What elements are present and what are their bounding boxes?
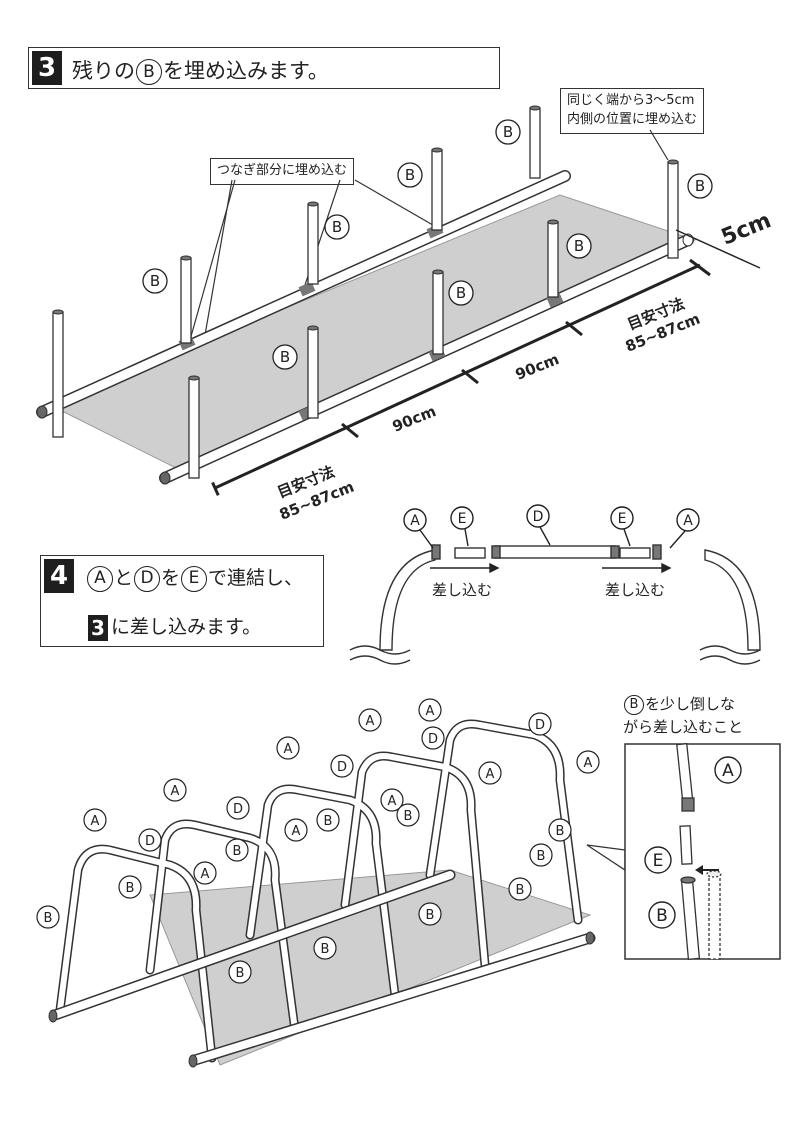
part-b-mark: B bbox=[136, 59, 162, 85]
part-e-left: E bbox=[458, 511, 467, 527]
b-label: B bbox=[405, 166, 415, 184]
a-label: A bbox=[292, 824, 301, 839]
b-label: B bbox=[574, 237, 584, 255]
b-label: B bbox=[280, 348, 290, 366]
a-label: A bbox=[91, 814, 100, 829]
back-rail bbox=[36, 170, 571, 419]
a-label: A bbox=[426, 704, 435, 719]
b-label: B bbox=[321, 942, 330, 957]
d-label: D bbox=[337, 760, 347, 775]
step3-header bbox=[28, 47, 500, 89]
d-label: D bbox=[535, 718, 545, 733]
b-label: B bbox=[695, 177, 705, 195]
b-label: B bbox=[516, 883, 525, 898]
ground-area bbox=[48, 194, 697, 471]
detail-a: A bbox=[722, 761, 734, 781]
part-a-mark: A bbox=[87, 565, 113, 592]
step4-rest2: に差し込みます。 bbox=[111, 616, 262, 638]
b-label: B bbox=[44, 911, 53, 926]
step3-text-after: を埋め込みます。 bbox=[163, 59, 329, 83]
step-ref-mark: 3 bbox=[88, 614, 108, 641]
step4-connection-diagram: A E D E A 差し込む 差し込む bbox=[349, 504, 761, 665]
posts bbox=[52, 107, 679, 479]
d-label: D bbox=[428, 732, 438, 747]
step4-header bbox=[40, 555, 324, 647]
a-label: A bbox=[171, 784, 180, 799]
step3-number: 3 bbox=[32, 51, 62, 85]
detail-e: E bbox=[653, 851, 664, 871]
b-label: B bbox=[233, 844, 242, 859]
note-line2: がら差し込むこと bbox=[623, 717, 744, 736]
note-line1: を少し倒しな bbox=[645, 695, 736, 713]
part-a-right: A bbox=[683, 513, 693, 529]
step4-rest1: で連結し、 bbox=[208, 567, 304, 589]
step3-text-before: 残りの bbox=[72, 59, 135, 83]
insert-right: 差し込む bbox=[605, 581, 665, 599]
a-label: A bbox=[584, 756, 593, 771]
b-label: B bbox=[404, 809, 413, 824]
callout-joint: つなぎ部分に埋め込む bbox=[210, 158, 355, 185]
dimension-line bbox=[211, 229, 761, 496]
b-label: B bbox=[537, 849, 546, 864]
a-label: A bbox=[486, 767, 495, 782]
d-label: D bbox=[233, 802, 243, 817]
dim-90cm-a: 90cm bbox=[390, 402, 439, 436]
b-label: B bbox=[426, 908, 435, 923]
b-label: B bbox=[332, 218, 342, 236]
b-label: B bbox=[324, 814, 333, 829]
callout-edge-line1: 同じく端から3～5cm bbox=[567, 93, 695, 108]
part-d-mark: D bbox=[134, 565, 161, 592]
step3-b-labels bbox=[142, 119, 713, 370]
b-label: B bbox=[556, 824, 565, 839]
detail-inset: A E B bbox=[586, 742, 781, 960]
dim-90cm-b: 90cm bbox=[513, 350, 562, 384]
detail-b: B bbox=[656, 906, 668, 926]
front-rail bbox=[159, 233, 694, 485]
b-label: B bbox=[236, 966, 245, 981]
d-label: D bbox=[145, 834, 155, 849]
part-e-mark: E bbox=[181, 565, 208, 592]
b-label: B bbox=[503, 123, 513, 141]
insert-left: 差し込む bbox=[432, 581, 492, 599]
step4-and: と bbox=[114, 567, 134, 589]
part-d: D bbox=[533, 509, 544, 525]
a-label: A bbox=[388, 794, 397, 809]
b-label: B bbox=[456, 284, 466, 302]
step3-frame-diagram: B B B B B B B B 90cm 90cm 目安寸法 85~87cm 目… bbox=[36, 105, 775, 520]
b-label: B bbox=[150, 272, 160, 290]
final-assembly-diagram: A A A A A A A A A A D D D D D B B B B B … bbox=[36, 698, 600, 1068]
callout-edge: 同じく端から3～5cm 内側の位置に埋め込む bbox=[560, 88, 705, 134]
step4-number: 4 bbox=[44, 559, 74, 593]
a-label: A bbox=[284, 742, 293, 757]
callout-edge-line2: 内側の位置に埋め込む bbox=[567, 111, 698, 127]
dim-5cm: 5cm bbox=[718, 208, 775, 250]
a-label: A bbox=[366, 714, 375, 729]
part-a-left: A bbox=[410, 513, 420, 529]
b-label: B bbox=[126, 881, 135, 896]
a-label: A bbox=[201, 867, 210, 882]
part-b-mark: B bbox=[624, 694, 644, 715]
step4-wo: を bbox=[161, 567, 181, 589]
part-e-right: E bbox=[618, 511, 627, 527]
